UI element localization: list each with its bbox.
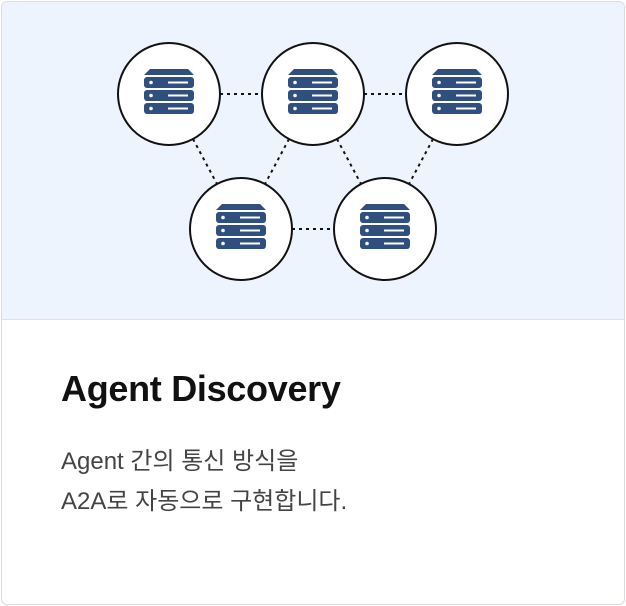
connection-line xyxy=(408,138,434,185)
server-icon xyxy=(432,69,482,114)
connection-line xyxy=(264,138,290,185)
agent-network-diagram xyxy=(117,42,509,281)
description-line-1: Agent 간의 통신 방식을 xyxy=(61,448,299,475)
connection-line xyxy=(336,138,362,185)
card-description: Agent 간의 통신 방식을 A2A로 자동으로 구현합니다. xyxy=(61,442,347,522)
server-icon xyxy=(144,69,194,114)
agent-node xyxy=(117,42,221,146)
card-title: Agent Discovery xyxy=(61,368,341,409)
agent-node xyxy=(189,177,293,281)
agent-node xyxy=(261,42,365,146)
server-icon xyxy=(288,69,338,114)
network-illustration xyxy=(2,2,624,320)
agent-node xyxy=(333,177,437,281)
server-icon xyxy=(360,204,410,249)
description-line-2: A2A로 자동으로 구현합니다. xyxy=(61,488,348,515)
connection-line xyxy=(192,138,218,185)
server-icon xyxy=(216,204,266,249)
agent-node xyxy=(405,42,509,146)
